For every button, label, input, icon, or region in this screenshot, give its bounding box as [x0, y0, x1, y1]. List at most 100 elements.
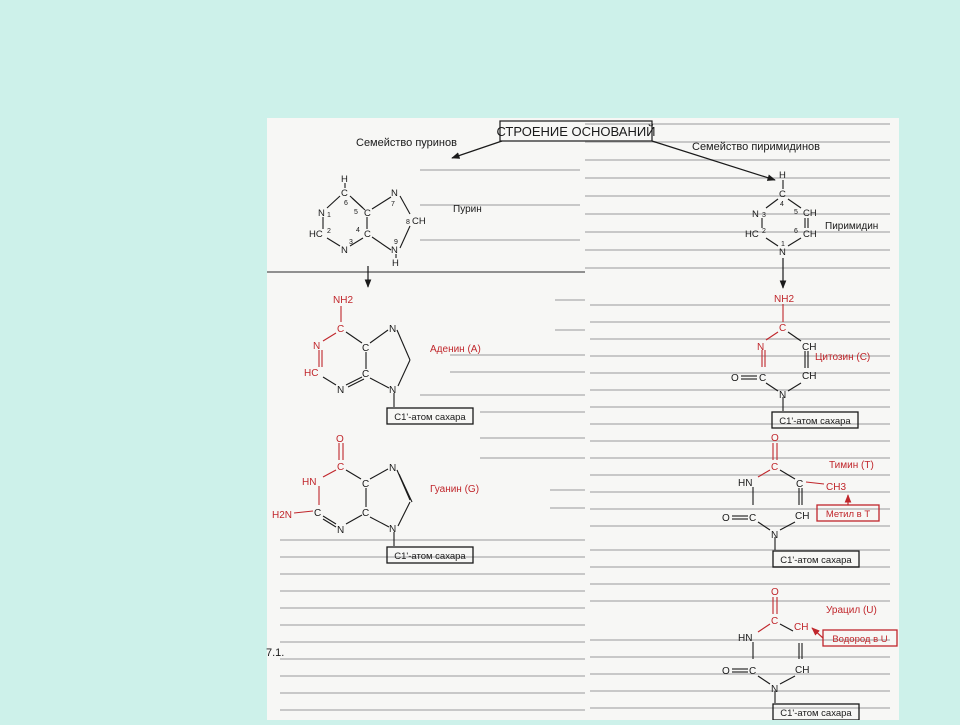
- atom-label: N: [341, 245, 348, 256]
- atom-label: N: [771, 684, 778, 695]
- page-paper: [267, 118, 899, 720]
- adenine-structure: [318, 306, 411, 407]
- atom-label: CH: [803, 229, 817, 240]
- purine-atoms: H C 6 N 1 C 5 N 7 CH 8 HC 2 4 C N 3 N 9 …: [309, 174, 426, 269]
- atom-label: HC: [309, 229, 323, 240]
- atom-label: C: [341, 188, 348, 199]
- guanine-atoms: O C HN C N H2N C C N N: [272, 434, 396, 536]
- atom-label: HC: [304, 368, 318, 379]
- purine-structure: [322, 183, 411, 258]
- atom-number: 8: [406, 219, 410, 226]
- adenine-name: Аденин (А): [430, 344, 481, 355]
- atom-label: N: [779, 390, 786, 401]
- atom-label: C: [364, 208, 371, 219]
- background-text-bleed: [280, 123, 890, 711]
- atom-label: C: [337, 324, 344, 335]
- atom-label: N: [318, 208, 325, 219]
- hydrogen-note: Водород в U: [832, 634, 887, 645]
- atom-label: C: [771, 616, 778, 627]
- atom-number: 3: [349, 239, 353, 246]
- atom-label: N: [313, 341, 320, 352]
- atom-label: CH: [795, 511, 809, 522]
- purine-family-label: Семейство пуринов: [356, 137, 457, 149]
- atom-number: 5: [354, 209, 358, 216]
- atom-number: 4: [780, 201, 784, 208]
- uracil-structure: [732, 597, 803, 703]
- guanine-sugar-box: [386, 546, 474, 564]
- pyrimidine-name: Пиримидин: [825, 221, 878, 232]
- atom-label: C: [796, 479, 803, 490]
- atom-label: HC: [745, 229, 759, 240]
- atom-label: C: [364, 229, 371, 240]
- arrow-to-pyrimidines: [651, 140, 776, 181]
- atom-label: O: [731, 373, 739, 384]
- atom-number: 5: [794, 209, 798, 216]
- atom-label: N: [771, 530, 778, 541]
- atom-number: 1: [781, 241, 785, 248]
- guanine-structure: [293, 443, 413, 546]
- cytosine-sugar-label: C1'-атом сахара: [779, 416, 851, 427]
- atom-number: 7: [391, 201, 395, 208]
- atom-label: O: [722, 666, 730, 677]
- adenine-atoms: NH2 C N C N HC C N N: [304, 295, 396, 396]
- atom-label: C: [749, 513, 756, 524]
- atom-label: C: [362, 479, 369, 490]
- atom-number: 2: [327, 228, 331, 235]
- atom-label: NH2: [774, 294, 794, 305]
- pyrimidine-atoms: H C 4 N 3 CH 5 HC 2 CH 6 N 1: [745, 170, 817, 258]
- atom-label: H: [341, 174, 348, 185]
- thymine-name: Тимин (Т): [829, 460, 874, 471]
- diagram-title: СТРОЕНИЕ ОСНОВАНИЙ: [496, 124, 655, 139]
- uracil-sugar-label: C1'-атом сахара: [780, 708, 852, 719]
- atom-label: C: [362, 369, 369, 380]
- atom-label: O: [722, 513, 730, 524]
- thymine-sugar-label: C1'-атом сахара: [780, 555, 852, 566]
- adenine-sugar-label: C1'-атом сахара: [394, 412, 466, 423]
- atom-label: C: [362, 343, 369, 354]
- atom-label: H: [779, 170, 786, 181]
- atom-label: HN: [302, 477, 316, 488]
- atom-label: CH: [795, 665, 809, 676]
- atom-label: N: [757, 342, 764, 353]
- atom-label: C: [337, 462, 344, 473]
- atom-label: H: [392, 258, 399, 269]
- atom-label: NH2: [333, 295, 353, 306]
- atom-label: C: [314, 508, 321, 519]
- atom-label: N: [337, 525, 344, 536]
- uracil-name: Урацил (U): [826, 605, 877, 616]
- atom-label: HN: [738, 478, 752, 489]
- arrow-to-purines: [451, 140, 503, 159]
- atom-number: 6: [344, 200, 348, 207]
- atom-label: CH: [803, 208, 817, 219]
- cytosine-atoms: NH2 C N CH O C CH N: [731, 294, 816, 401]
- atom-label: CH: [802, 342, 816, 353]
- guanine-name: Гуанин (G): [430, 484, 479, 495]
- title-box: [499, 120, 653, 142]
- atom-label: CH: [802, 371, 816, 382]
- atom-label: C: [749, 666, 756, 677]
- atom-label: H2N: [272, 510, 292, 521]
- atom-label: C: [779, 189, 786, 200]
- guanine-sugar-label: C1'-атом сахара: [394, 551, 466, 562]
- pyrimidine-family-label: Семейство пиримидинов: [692, 141, 820, 153]
- atom-label: C: [759, 373, 766, 384]
- methyl-note: Метил в Т: [826, 509, 871, 520]
- thymine-structure: [732, 443, 825, 550]
- atom-label: C: [362, 508, 369, 519]
- atom-label: N: [389, 385, 396, 396]
- cytosine-sugar-box: [771, 411, 859, 429]
- atom-label: CH: [794, 622, 808, 633]
- atom-number: 4: [356, 227, 360, 234]
- hydrogen-arrow: [811, 627, 824, 639]
- atom-label: C: [771, 462, 778, 473]
- atom-number: 3: [762, 212, 766, 219]
- cytosine-structure: [741, 304, 809, 411]
- atom-label: O: [771, 433, 779, 444]
- atom-label: N: [389, 463, 396, 474]
- atom-label: N: [752, 209, 759, 220]
- thymine-atoms: O C HN C CH3 O C CH N: [722, 433, 846, 541]
- purine-name: Пурин: [453, 204, 482, 215]
- atom-label: O: [336, 434, 344, 445]
